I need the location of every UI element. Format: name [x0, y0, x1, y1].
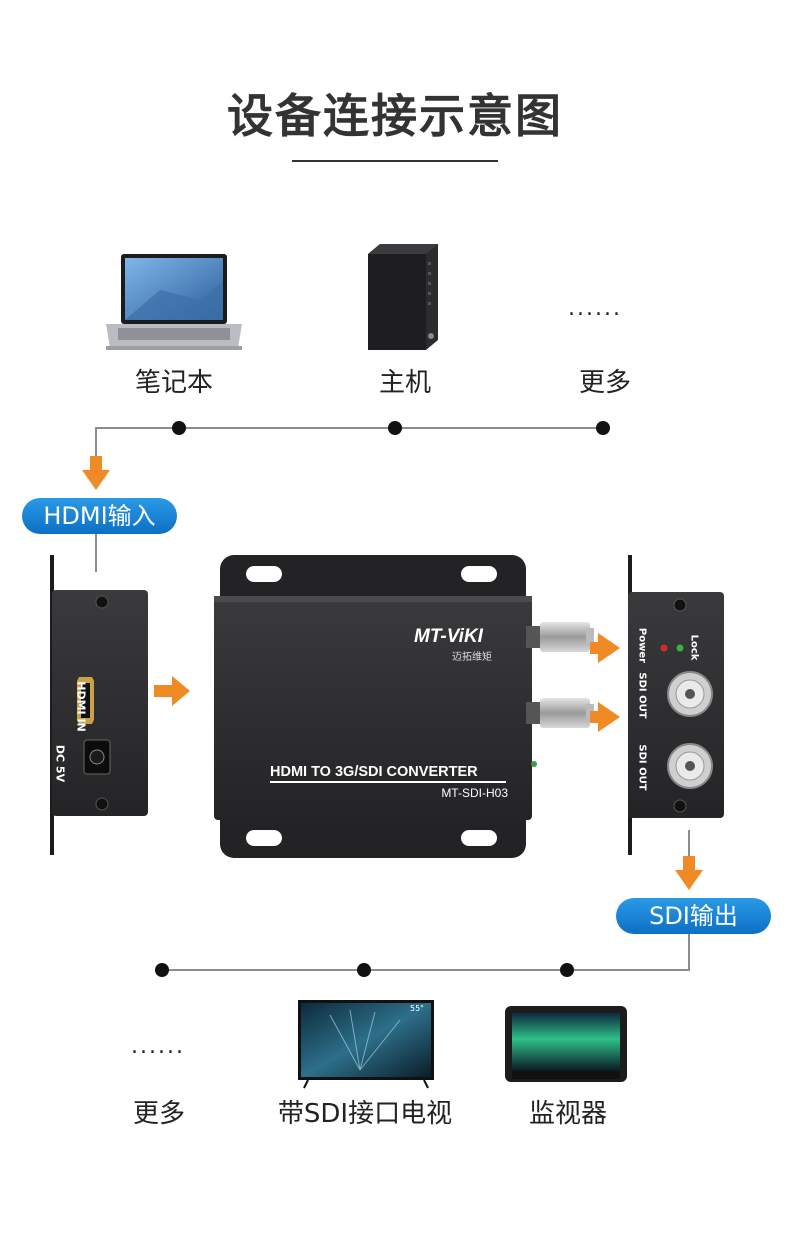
laptop-icon — [106, 254, 242, 350]
bus-node — [357, 963, 371, 977]
bus-node — [172, 421, 186, 435]
source-label-pc: 主机 — [378, 368, 431, 398]
bus-node — [560, 963, 574, 977]
tv-size-tag: 55" — [410, 1004, 424, 1013]
sdi-output-badge: SDI输出 — [616, 898, 771, 934]
product-name: HDMI TO 3G/SDI CONVERTER — [270, 764, 506, 783]
power-label: Power — [636, 627, 648, 664]
model-number: MT-SDI-H03 — [441, 786, 508, 800]
right-panel — [628, 555, 724, 855]
dc-5v-label: DC 5V — [53, 744, 67, 783]
forward-arrow-icon — [154, 676, 190, 706]
output-arrow-icon-2 — [590, 702, 620, 732]
title-divider — [292, 160, 498, 162]
output-bus-line — [162, 934, 690, 971]
destination-label-more: 更多 — [132, 1099, 185, 1129]
destination-label-tv: 带SDI接口电视 — [277, 1099, 453, 1129]
left-panel — [50, 555, 148, 855]
source-label-laptop: 笔记本 — [134, 368, 213, 398]
desktop-pc-icon — [368, 244, 438, 350]
ellipsis-icon: ...... — [568, 296, 622, 321]
bnc-connector-2 — [526, 698, 594, 728]
brand-cn-label: 迈拓维矩 — [452, 652, 492, 663]
source-label-more: 更多 — [578, 368, 631, 398]
sdi-port-2 — [667, 743, 713, 789]
hdmi-in-label: HDMI IN — [74, 681, 88, 732]
tv-icon — [298, 1000, 434, 1089]
bnc-connector-1 — [526, 622, 594, 652]
destination-label-monitor: 监视器 — [528, 1099, 607, 1129]
monitor-icon — [505, 1006, 627, 1082]
output-arrow-icon-1 — [590, 633, 620, 663]
sdi-out-label-1: SDI OUT — [636, 672, 648, 719]
bus-node — [596, 421, 610, 435]
ellipsis-icon: ...... — [131, 1034, 185, 1059]
sdi-port-1 — [667, 671, 713, 717]
bus-node — [388, 421, 402, 435]
input-arrow-icon — [82, 456, 110, 490]
brand-logo: MT-ViKI — [414, 626, 483, 647]
converter-device — [214, 555, 594, 858]
sdi-out-label-2: SDI OUT — [636, 744, 648, 791]
output-down-arrow-icon — [675, 830, 703, 890]
lock-label: Lock — [688, 634, 700, 661]
bus-node — [155, 963, 169, 977]
input-bus-line — [95, 427, 603, 572]
hdmi-input-badge: HDMI输入 — [22, 498, 177, 534]
page-title: 设备连接示意图 — [227, 89, 563, 143]
